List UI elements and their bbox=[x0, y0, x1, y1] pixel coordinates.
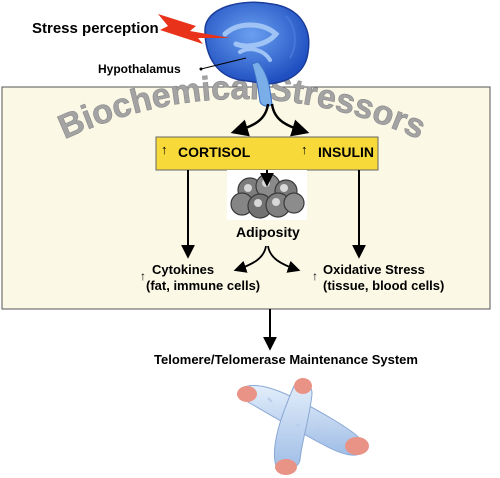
hypothalamus-pointer-dot bbox=[199, 67, 203, 71]
hypothalamus-pointer-line bbox=[200, 57, 247, 70]
split-arrow-left bbox=[230, 103, 270, 137]
cytokines-sublabel: (fat, immune cells) bbox=[146, 278, 261, 293]
oxidative-up-arrow: ↑ bbox=[312, 269, 318, 283]
split-arrow-right bbox=[270, 103, 310, 137]
adiposity-arrow-left bbox=[233, 245, 267, 273]
adiposity-arrow-right bbox=[267, 245, 301, 273]
cortisol-label: CORTISOL bbox=[178, 144, 251, 160]
cytokines-label: Cytokines bbox=[152, 262, 215, 277]
cortisol-up-arrow: ↑ bbox=[161, 142, 168, 157]
insulin-up-arrow: ↑ bbox=[301, 142, 308, 157]
telomere-system-label: Telomere/Telomerase Maintenance System bbox=[154, 352, 418, 367]
cytokines-up-arrow: ↑ bbox=[140, 269, 146, 283]
oxidative-stress-sublabel: (tissue, blood cells) bbox=[323, 278, 445, 293]
lightning-icon bbox=[158, 14, 230, 44]
brain-icon bbox=[204, 1, 310, 107]
hypothalamus-label: Hypothalamus bbox=[98, 62, 181, 76]
adiposity-label: Adiposity bbox=[236, 224, 300, 240]
stress-perception-label: Stress perception bbox=[32, 20, 159, 37]
oxidative-stress-label: Oxidative Stress bbox=[323, 262, 425, 277]
insulin-label: INSULIN bbox=[318, 144, 374, 160]
hormone-box bbox=[155, 136, 379, 171]
chromosome-icon bbox=[237, 378, 369, 475]
